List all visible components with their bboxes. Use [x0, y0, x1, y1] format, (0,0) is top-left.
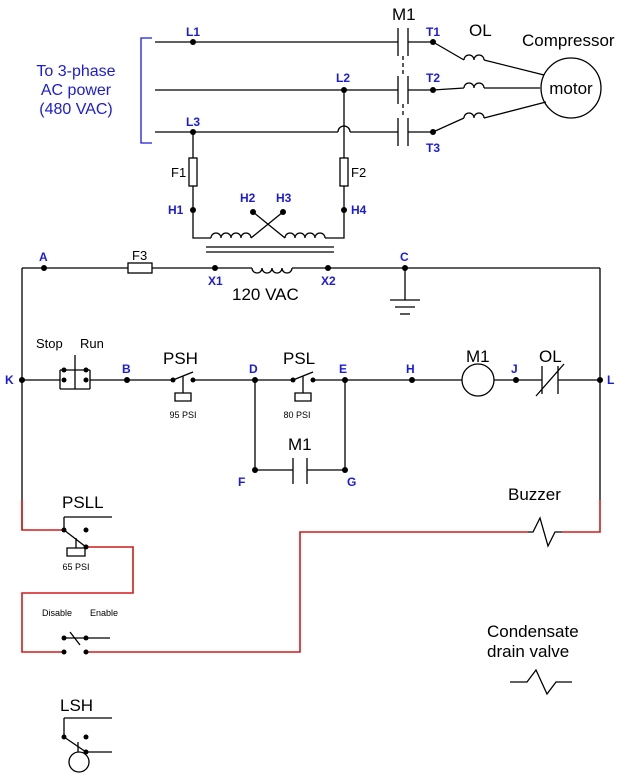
condensate-label-line2: drain valve	[487, 642, 569, 661]
psh-label: PSH	[163, 349, 198, 368]
buzzer-label: Buzzer	[508, 485, 561, 504]
run-label: Run	[80, 336, 104, 351]
stop-label: Stop	[36, 336, 63, 351]
m1-seal-label: M1	[288, 435, 312, 454]
node-x2-dot	[325, 265, 331, 271]
overload-heaters	[432, 41, 547, 133]
fuse-f1-label: F1	[171, 165, 186, 180]
node-h-label: H	[406, 362, 415, 376]
supply-label-line3: (480 VAC)	[39, 101, 113, 118]
enable-label: Enable	[90, 608, 118, 618]
node-f-label: F	[238, 475, 245, 489]
node-x1-label: X1	[208, 274, 223, 288]
node-g-label: G	[347, 475, 356, 489]
psll-label: PSLL	[62, 493, 104, 512]
node-e-label: E	[339, 362, 347, 376]
node-t1-label: T1	[426, 25, 440, 39]
stop-run-pushbuttons	[59, 355, 91, 390]
psh-switch	[170, 371, 196, 402]
node-k-label: K	[5, 373, 14, 387]
node-a-label: A	[39, 250, 48, 264]
lsh-label: LSH	[60, 696, 93, 715]
node-x1-dot	[212, 265, 218, 271]
node-h3-label: H3	[276, 191, 292, 205]
buzzer	[528, 516, 562, 548]
psll-switch	[61, 516, 112, 557]
m1-main-label: M1	[392, 5, 416, 24]
node-c-dot	[402, 265, 408, 271]
ol-contact-label: OL	[539, 347, 562, 366]
fuse-f2-label: F2	[351, 165, 366, 180]
psll-setpoint: 65 PSI	[62, 562, 89, 572]
node-l3-label: L3	[186, 115, 200, 129]
supply-label-line2: AC power	[41, 82, 112, 99]
node-l2-label: L2	[336, 71, 350, 85]
m1-coil	[461, 363, 495, 397]
m1-seal-in-branch	[252, 380, 348, 484]
supply-label-line1: To 3-phase	[36, 63, 115, 80]
node-l-dot	[597, 377, 603, 383]
node-d-label: D	[249, 362, 258, 376]
transformer-voltage-label: 120 VAC	[232, 285, 299, 304]
primary-fuses	[188, 90, 349, 210]
alarm-circuit	[21, 500, 601, 653]
psl-label: PSL	[283, 349, 315, 368]
control-transformer	[190, 207, 347, 274]
node-h-dot	[409, 377, 415, 383]
node-l1-label: L1	[186, 25, 200, 39]
psl-setpoint: 80 PSI	[283, 410, 310, 420]
disable-enable-selector	[61, 631, 110, 655]
m1-main-contacts	[397, 28, 433, 146]
supply-bracket	[140, 37, 152, 144]
disable-label: Disable	[42, 608, 72, 618]
lsh-switch	[61, 717, 112, 773]
psh-setpoint: 95 PSI	[169, 410, 196, 420]
node-l-label: L	[607, 373, 614, 387]
compressor-label: Compressor	[522, 31, 615, 50]
node-h2-label: H2	[240, 191, 256, 205]
node-j-label: J	[511, 362, 518, 376]
node-c-label: C	[400, 250, 409, 264]
m1-coil-label: M1	[466, 347, 490, 366]
node-h1-label: H1	[168, 203, 184, 217]
psl-switch	[290, 371, 316, 402]
node-k-dot	[19, 377, 25, 383]
ol-main-label: OL	[469, 21, 492, 40]
node-t2-label: T2	[426, 71, 440, 85]
condensate-label-line1: Condensate	[487, 622, 579, 641]
secondary-rail	[21, 262, 601, 530]
fuse-f3-label: F3	[132, 248, 147, 263]
node-b-dot	[124, 377, 130, 383]
node-t3-label: T3	[426, 141, 440, 155]
node-b-label: B	[122, 362, 131, 376]
node-a-dot	[41, 265, 47, 271]
node-l1-dot	[190, 39, 196, 45]
node-x2-label: X2	[321, 274, 336, 288]
condensate-valve-symbol	[510, 668, 572, 696]
motor-label: motor	[549, 79, 593, 98]
node-h4-label: H4	[351, 203, 367, 217]
node-j-dot	[513, 377, 519, 383]
ol-contact	[535, 363, 565, 397]
compressor-motor	[540, 57, 602, 119]
